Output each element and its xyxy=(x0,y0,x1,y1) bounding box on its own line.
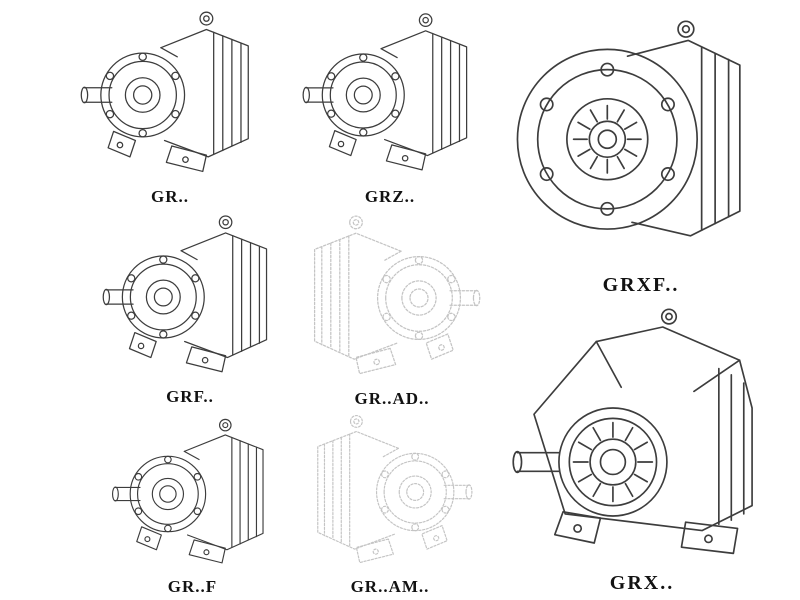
model-label: GR..AD.. xyxy=(354,389,430,408)
model-label: GR.. xyxy=(151,187,189,206)
model-figure-gr-ad: GR..AD.. xyxy=(292,208,492,410)
model-figure-gr: GR.. xyxy=(60,4,280,208)
gear-reducer-drawing-dashed xyxy=(290,408,490,576)
gear-reducer-drawing xyxy=(495,2,787,272)
gear-reducer-drawing xyxy=(85,208,295,386)
model-label: GRX.. xyxy=(609,572,675,594)
model-label: GRXF.. xyxy=(602,274,680,296)
gear-reducer-drawing xyxy=(492,300,792,570)
model-label: GRZ.. xyxy=(364,187,416,206)
model-figure-gr-f: GR..F xyxy=(90,412,295,598)
model-label: GRF.. xyxy=(166,387,214,406)
model-label: GR..F xyxy=(167,577,218,596)
gear-reducer-drawing-dashed xyxy=(292,208,492,388)
model-label: GR..AM.. xyxy=(350,577,430,596)
model-figure-grxf: GRXF.. xyxy=(495,2,787,298)
model-figure-grf: GRF.. xyxy=(85,208,295,408)
model-figure-grx: GRX.. xyxy=(492,300,792,596)
gear-reducer-drawing xyxy=(90,412,295,576)
model-figure-grz: GRZ.. xyxy=(292,4,488,208)
gear-reducer-drawing xyxy=(60,4,280,186)
gear-reducer-drawing xyxy=(292,4,488,186)
model-figure-gr-am: GR..AM.. xyxy=(290,408,490,598)
